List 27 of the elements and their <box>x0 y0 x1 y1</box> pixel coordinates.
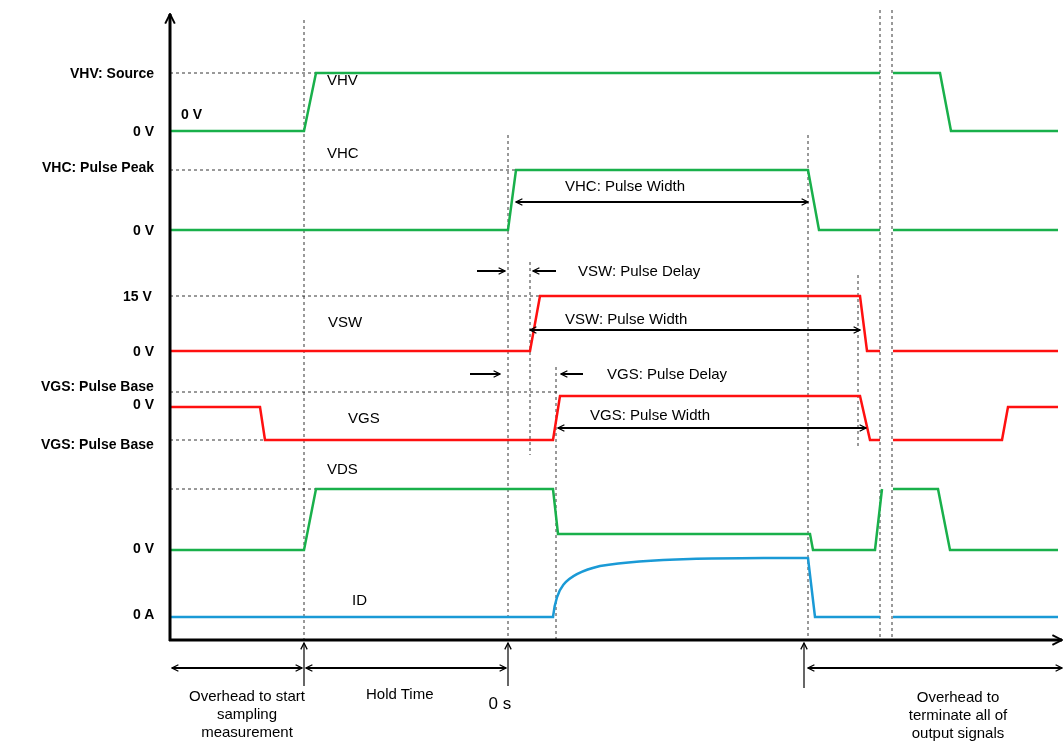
signal-name: VDS <box>327 460 358 478</box>
axis-level-label: 15 V <box>123 287 152 305</box>
axis-level-label: 0 V <box>133 539 154 557</box>
interval-label: Hold Time <box>366 685 434 703</box>
dimension-label: VHC: Pulse Width <box>565 177 686 195</box>
dimension-label: VGS: Pulse Delay <box>607 365 728 383</box>
axis-level-label: 0 V <box>133 221 154 239</box>
interval-label: Overhead to terminate all of output signals <box>907 688 1009 742</box>
signal-name: VGS <box>348 409 380 427</box>
axis-level-label: 0 V <box>133 342 154 360</box>
signal-name: VHV <box>327 71 358 89</box>
signal-name: ID <box>352 591 367 609</box>
time-zero-label: 0 s <box>488 695 512 713</box>
dimension-label: VSW: Pulse Width <box>565 310 688 328</box>
axis-level-label: 0 V <box>133 395 154 413</box>
axis-level-label: VGS: Pulse Base <box>41 435 154 453</box>
signal-name: VHC <box>327 144 359 162</box>
level-label: 0 V <box>181 105 202 123</box>
axis-level-label: VHV: Source <box>70 64 155 82</box>
axis-level-label: 0 V <box>133 122 154 140</box>
dimension-label: VSW: Pulse Delay <box>578 262 701 280</box>
signal-name: VSW <box>328 313 363 331</box>
dimension-label: VGS: Pulse Width <box>590 406 711 424</box>
axis-level-label: VGS: Pulse Base <box>41 377 154 395</box>
axis-level-label: VHC: Pulse Peak <box>42 158 155 176</box>
interval-label: Overhead to start sampling measurement <box>188 687 306 741</box>
axis-level-label: 0 A <box>133 605 155 623</box>
